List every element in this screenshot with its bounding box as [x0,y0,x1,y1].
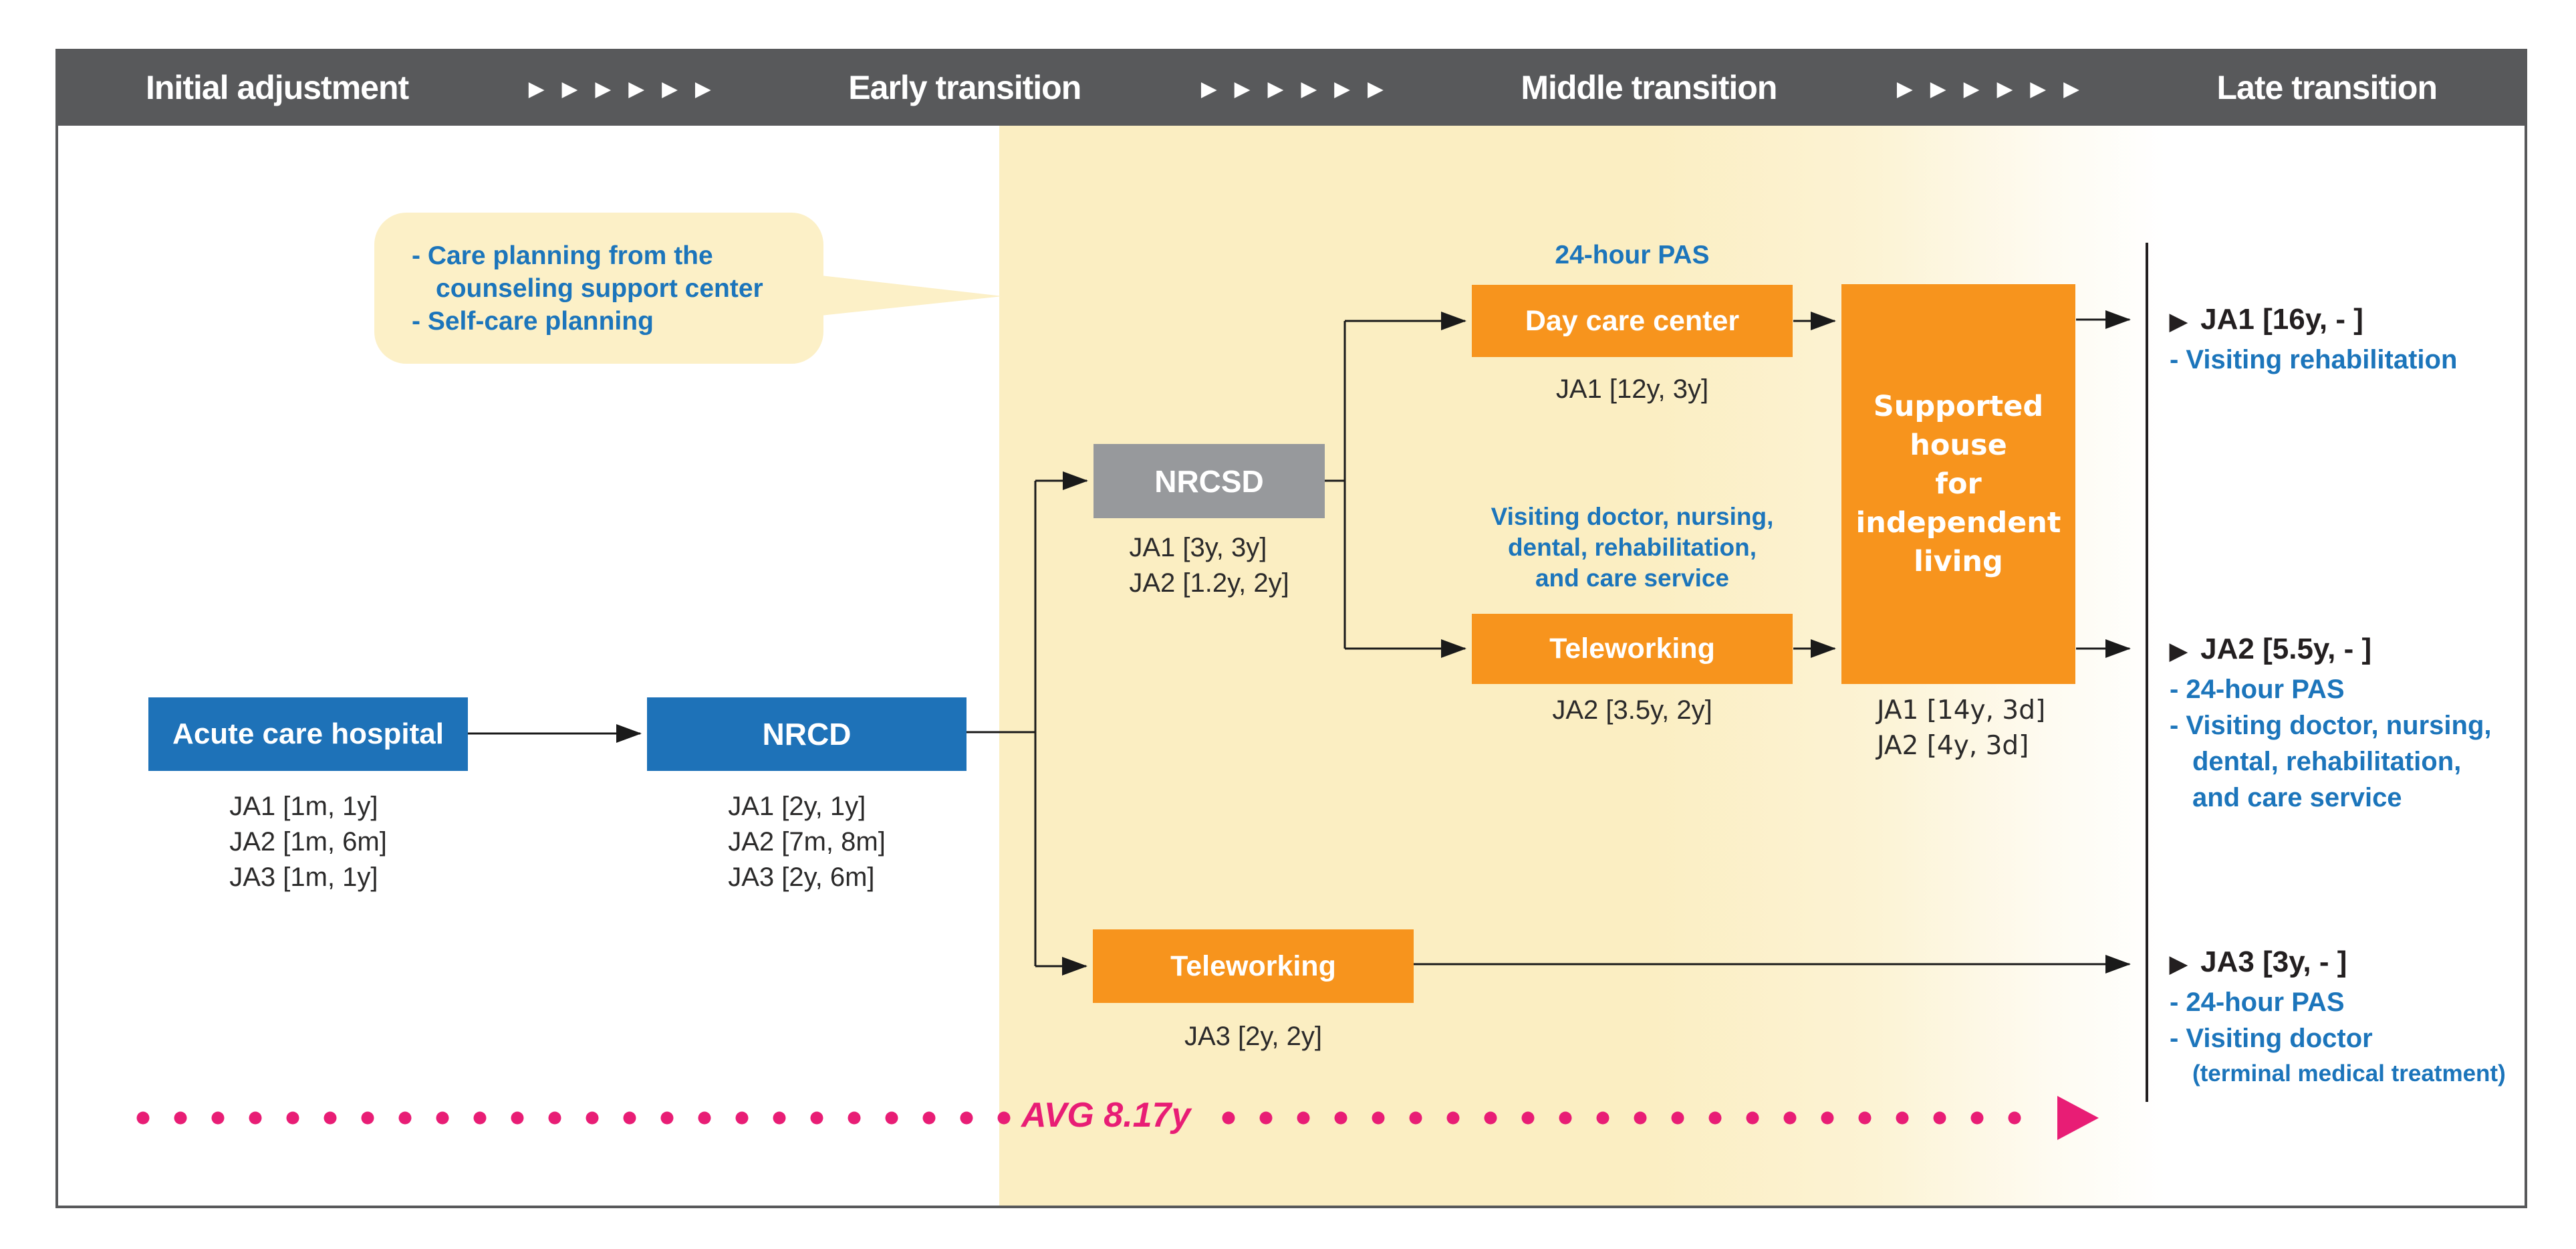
node-day-care-center: Day care center [1472,285,1793,357]
acute-stats: JA1 [1m, 1y] JA2 [1m, 6m] JA3 [1m, 1y] [148,789,468,895]
outcome-item: - 24-hour PAS [2170,988,2345,1017]
outcome-item-continued: and care service [2192,783,2402,812]
node-label: NRCD [762,717,852,752]
outcome-ja1: ▶JA1 [16y, - ] - Visiting rehabilitation [2170,300,2554,378]
node-nrcd: NRCD [647,697,967,771]
stat-line: JA1 [14y, 3d] [1877,695,2046,725]
play-marker-icon: ▶ [2170,309,2188,334]
teleworking-middle-stats: JA2 [3.5y, 2y] [1472,693,1793,728]
stat-line: JA1 [2y, 1y] [728,792,866,821]
node-label-line: living [1914,545,2003,578]
outcome-ja2: ▶JA2 [5.5y, - ] - 24-hour PAS - Visiting… [2170,629,2554,816]
nrcsd-stats: JA1 [3y, 3y] JA2 [1.2y, 2y] [1093,530,1325,601]
node-label-line: independent [1855,506,2061,540]
chevron-arrows-icon: ▶▶▶▶▶▶ [528,76,729,100]
pas-annotation: 24-hour PAS [1555,241,1710,269]
stat-line: JA2 [7m, 8m] [728,827,886,857]
supported-house-stats: JA1 [14y, 3d] JA2 [4y, 3d] [1877,693,2144,764]
outcome-item: - Visiting rehabilitation [2170,345,2458,374]
stat-line: JA1 [12y, 3y] [1555,374,1709,404]
outcome-item-continued: dental, rehabilitation, [2192,747,2462,776]
outcome-item: - 24-hour PAS [2170,675,2345,704]
visiting-services-annotation: Visiting doctor, nursing, dental, rehabi… [1418,501,1846,594]
outcome-title: ▶JA1 [16y, - ] [2170,303,2363,336]
node-label: Teleworking [1170,949,1336,982]
play-marker-icon: ▶ [2170,951,2188,977]
annotation-line: Visiting doctor, nursing, [1491,503,1774,530]
node-supported-house: Supported house for independent living [1841,284,2075,684]
phase-middle-transition: Middle transition [1521,68,1777,106]
node-label: NRCSD [1154,463,1264,499]
stat-line: JA3 [2y, 2y] [1184,1022,1322,1051]
stat-line: JA2 [3.5y, 2y] [1552,695,1712,725]
play-marker-icon: ▶ [2170,639,2188,664]
phase-early-transition: Early transition [848,68,1081,106]
stat-line: JA3 [1m, 1y] [229,863,378,892]
teleworking-lower-stats: JA3 [2y, 2y] [1093,1019,1414,1054]
node-label-line: Supported [1873,390,2044,423]
node-label-line: for [1935,467,1982,501]
average-duration-label: AVG 8.17y [1021,1096,1191,1135]
stat-line: JA1 [3y, 3y] [1129,533,1267,562]
callout-line: - Self-care planning [412,306,654,336]
outcome-item: - Visiting doctor [2170,1024,2373,1053]
stat-line: JA2 [1m, 6m] [229,827,387,857]
outcome-ja3: ▶JA3 [3y, - ] - 24-hour PAS - Visiting d… [2170,942,2554,1091]
annotation-line: and care service [1535,564,1730,592]
nrcd-stats: JA1 [2y, 1y] JA2 [7m, 8m] JA3 [2y, 6m] [647,789,967,895]
node-acute-care-hospital: Acute care hospital [148,697,468,771]
outcome-title: ▶JA3 [3y, - ] [2170,945,2347,978]
callout-line: - Care planning from the counseling supp… [412,241,763,303]
outcome-title: ▶JA2 [5.5y, - ] [2170,633,2372,665]
stat-line: JA1 [1m, 1y] [229,792,378,821]
outcome-item: - Visiting doctor, nursing, [2170,711,2492,740]
node-teleworking-lower: Teleworking [1093,929,1414,1003]
node-label: Day care center [1525,304,1740,337]
stat-line: JA2 [4y, 3d] [1877,731,2029,761]
daycare-stats: JA1 [12y, 3y] [1472,372,1793,407]
outcome-note: (terminal medical treatment) [2192,1060,2506,1087]
node-teleworking-middle: Teleworking [1472,614,1793,684]
node-label: Teleworking [1549,633,1715,665]
phase-late-transition: Late transition [2216,68,2438,106]
chevron-arrows-icon: ▶▶▶▶▶▶ [1200,76,1401,100]
node-label-line: house [1910,429,2007,462]
phase-initial-adjustment: Initial adjustment [146,68,409,106]
stat-line: JA2 [1.2y, 2y] [1129,568,1289,598]
care-planning-callout: - Care planning from the counseling supp… [374,213,823,364]
node-label: Acute care hospital [172,717,444,750]
node-nrcsd: NRCSD [1093,444,1325,518]
chevron-arrows-icon: ▶▶▶▶▶▶ [1896,76,2097,100]
phase-header-bar: Initial adjustment ▶▶▶▶▶▶ Early transiti… [55,49,2527,126]
stat-line: JA3 [2y, 6m] [728,863,875,892]
annotation-line: dental, rehabilitation, [1507,534,1757,561]
